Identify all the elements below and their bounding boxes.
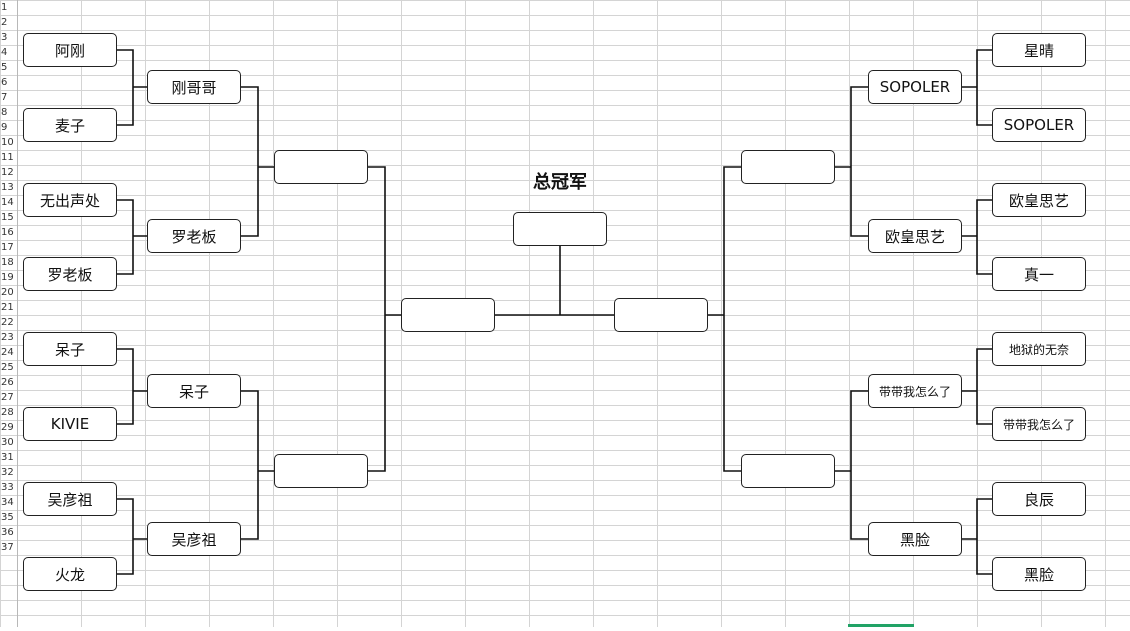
row-number[interactable]: 28 <box>1 407 14 418</box>
left-r1-slot-3[interactable]: 无出声处 <box>23 183 117 217</box>
right-r1-slot-4[interactable]: 真一 <box>992 257 1086 291</box>
right-r2-slot-3[interactable]: 带带我怎么了 <box>868 374 962 408</box>
left-r1-slot-5[interactable]: 呆子 <box>23 332 117 366</box>
left-semifinal-slot[interactable] <box>401 298 495 332</box>
right-r2-slot-1[interactable]: SOPOLER <box>868 70 962 104</box>
row-number[interactable]: 20 <box>1 287 14 298</box>
row-number[interactable]: 12 <box>1 167 14 178</box>
row-number[interactable]: 1 <box>1 2 8 13</box>
row-number[interactable]: 36 <box>1 527 14 538</box>
row-number[interactable]: 29 <box>1 422 14 433</box>
left-r2-slot-1[interactable]: 刚哥哥 <box>147 70 241 104</box>
row-number[interactable]: 30 <box>1 437 14 448</box>
row-number[interactable]: 15 <box>1 212 14 223</box>
row-number[interactable]: 16 <box>1 227 14 238</box>
right-r1-slot-8[interactable]: 黑脸 <box>992 557 1086 591</box>
right-r3-slot-1[interactable] <box>741 150 835 184</box>
row-number[interactable]: 22 <box>1 317 14 328</box>
left-r3-slot-1[interactable] <box>274 150 368 184</box>
champion-title: 总冠军 <box>533 172 587 193</box>
row-number[interactable]: 9 <box>1 122 8 133</box>
left-r1-slot-7[interactable]: 吴彦祖 <box>23 482 117 516</box>
left-r1-slot-6[interactable]: KIVIE <box>23 407 117 441</box>
row-number[interactable]: 26 <box>1 377 14 388</box>
row-number[interactable]: 7 <box>1 92 8 103</box>
right-r1-slot-3[interactable]: 欧皇思艺 <box>992 183 1086 217</box>
right-r1-slot-6[interactable]: 带带我怎么了 <box>992 407 1086 441</box>
row-number[interactable]: 13 <box>1 182 14 193</box>
row-number[interactable]: 23 <box>1 332 14 343</box>
left-r2-slot-2[interactable]: 罗老板 <box>147 219 241 253</box>
right-r1-slot-2[interactable]: SOPOLER <box>992 108 1086 142</box>
right-r3-slot-2[interactable] <box>741 454 835 488</box>
row-number[interactable]: 18 <box>1 257 14 268</box>
active-sheet-tab-indicator <box>848 624 914 627</box>
row-number[interactable]: 11 <box>1 152 14 163</box>
row-number[interactable]: 32 <box>1 467 14 478</box>
row-number[interactable]: 34 <box>1 497 14 508</box>
row-number[interactable]: 6 <box>1 77 8 88</box>
left-r1-slot-8[interactable]: 火龙 <box>23 557 117 591</box>
right-r1-slot-7[interactable]: 良辰 <box>992 482 1086 516</box>
champion-slot[interactable] <box>513 212 607 246</box>
row-number[interactable]: 19 <box>1 272 14 283</box>
left-r1-slot-4[interactable]: 罗老板 <box>23 257 117 291</box>
row-number[interactable]: 2 <box>1 17 8 28</box>
right-semifinal-slot[interactable] <box>614 298 708 332</box>
row-number[interactable]: 5 <box>1 62 8 73</box>
row-number[interactable]: 17 <box>1 242 14 253</box>
row-number[interactable]: 4 <box>1 47 8 58</box>
row-number[interactable]: 27 <box>1 392 14 403</box>
left-r3-slot-2[interactable] <box>274 454 368 488</box>
row-number[interactable]: 35 <box>1 512 14 523</box>
right-r2-slot-2[interactable]: 欧皇思艺 <box>868 219 962 253</box>
row-number[interactable]: 21 <box>1 302 14 313</box>
row-number[interactable]: 8 <box>1 107 8 118</box>
row-number[interactable]: 37 <box>1 542 14 553</box>
left-r2-slot-3[interactable]: 呆子 <box>147 374 241 408</box>
left-r1-slot-1[interactable]: 阿刚 <box>23 33 117 67</box>
right-r1-slot-5[interactable]: 地狱的无奈 <box>992 332 1086 366</box>
row-number[interactable]: 33 <box>1 482 14 493</box>
row-number[interactable]: 31 <box>1 452 14 463</box>
right-r1-slot-1[interactable]: 星晴 <box>992 33 1086 67</box>
row-number[interactable]: 14 <box>1 197 14 208</box>
left-r2-slot-4[interactable]: 吴彦祖 <box>147 522 241 556</box>
row-number[interactable]: 3 <box>1 32 8 43</box>
row-number[interactable]: 10 <box>1 137 14 148</box>
row-number[interactable]: 25 <box>1 362 14 373</box>
left-r1-slot-2[interactable]: 麦子 <box>23 108 117 142</box>
right-r2-slot-4[interactable]: 黑脸 <box>868 522 962 556</box>
row-number[interactable]: 24 <box>1 347 14 358</box>
